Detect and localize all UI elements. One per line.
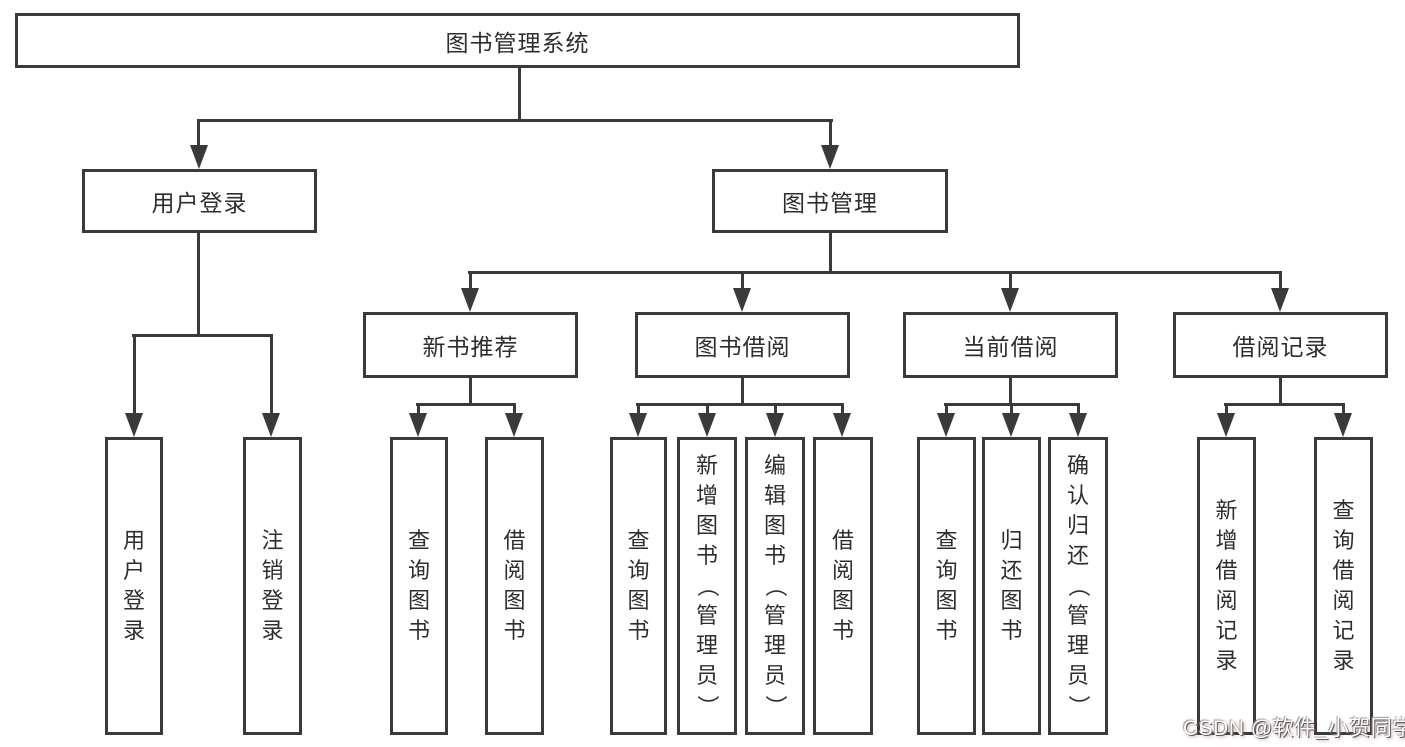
connector-groupC-stem (1009, 377, 1012, 406)
connector-groupD-stem (1279, 377, 1282, 406)
leaf-query-books-current: 查询图书 (917, 437, 976, 735)
arrow-down-icon (505, 413, 523, 437)
arrow-down-icon (937, 413, 955, 437)
leaf-confirm-return-admin-label: 确认归还（管理员） (1065, 453, 1091, 718)
connector-stem-leaf (841, 403, 844, 417)
arrow-down-icon (766, 413, 784, 437)
leaf-borrow-books-recommend-label: 借阅图书 (503, 528, 526, 643)
leaf-user-login-label: 用户登录 (122, 528, 145, 643)
connector-level3-rail (468, 271, 1282, 274)
leaf-add-borrow-record: 新增借阅记录 (1197, 437, 1256, 735)
csdn-watermark: CSDN @软件_小贺同学 (1183, 717, 1405, 740)
node-root-system: 图书管理系统 (15, 13, 1020, 68)
connector-stem-leaf (270, 334, 273, 416)
leaf-logout: 注销登录 (243, 437, 302, 735)
leaf-query-books-borrowing-label: 查询图书 (627, 528, 650, 643)
leaf-query-books-current-label: 查询图书 (935, 528, 958, 643)
leaf-return-book: 归还图书 (982, 437, 1041, 735)
arrow-down-icon (190, 145, 208, 169)
connector-stem-leaf (1342, 403, 1345, 417)
connector-stem-leaf (1010, 403, 1013, 417)
connector-groupA-rail (416, 403, 516, 406)
arrow-down-icon (1334, 413, 1352, 437)
arrow-down-icon (1217, 413, 1235, 437)
arrow-down-icon (629, 413, 647, 437)
connector-stem-book-mgmt (829, 119, 832, 149)
leaf-edit-book-admin: 编辑图书（管理员） (745, 437, 805, 735)
node-new-book-recommend-label: 新书推荐 (422, 334, 519, 360)
connector-stem-leaf (133, 334, 136, 416)
leaf-borrow-books-recommend: 借阅图书 (485, 437, 544, 735)
arrow-down-icon (262, 413, 280, 437)
connector-stem-leaf (1279, 271, 1282, 291)
leaf-query-books-recommend-label: 查询图书 (407, 528, 430, 643)
node-book-management: 图书管理 (712, 169, 948, 233)
leaf-query-borrow-record: 查询借阅记录 (1314, 437, 1373, 735)
leaf-borrow-books-borrowing-label: 借阅图书 (831, 528, 854, 643)
leaf-user-login: 用户登录 (105, 437, 163, 735)
node-user-login-label: 用户登录 (151, 190, 248, 216)
arrow-down-icon (833, 413, 851, 437)
connector-stem-leaf (513, 403, 516, 417)
connector-groupA-stem (469, 377, 472, 406)
arrow-down-icon (1069, 413, 1087, 437)
arrow-down-icon (698, 413, 716, 437)
connector-stem-leaf (945, 403, 948, 417)
leaf-query-books-recommend: 查询图书 (390, 437, 448, 735)
connector-userlogin-stem (197, 232, 200, 337)
connector-root-stem (518, 68, 521, 121)
node-current-borrowing: 当前借阅 (903, 312, 1118, 378)
leaf-query-books-borrowing: 查询图书 (610, 437, 667, 735)
arrow-down-icon (461, 288, 479, 312)
leaf-query-borrow-record-label: 查询借阅记录 (1332, 498, 1355, 673)
leaf-return-book-label: 归还图书 (1000, 528, 1023, 643)
node-borrow-records-label: 借阅记录 (1232, 334, 1329, 360)
node-book-borrowing: 图书借阅 (635, 312, 850, 378)
node-root-label: 图书管理系统 (445, 29, 590, 56)
node-book-borrowing-label: 图书借阅 (694, 334, 791, 360)
connector-stem-leaf (706, 403, 709, 417)
leaf-borrow-books-borrowing: 借阅图书 (813, 437, 873, 735)
leaf-add-book-admin: 新增图书（管理员） (677, 437, 737, 735)
connector-level2-rail (197, 119, 833, 122)
arrow-down-icon (1002, 413, 1020, 437)
connector-stem-user-login (197, 119, 200, 149)
leaf-add-borrow-record-label: 新增借阅记录 (1215, 498, 1238, 673)
arrow-down-icon (409, 413, 427, 437)
connector-stem-leaf (1077, 403, 1080, 417)
node-book-management-label: 图书管理 (782, 190, 878, 216)
node-user-login: 用户登录 (82, 169, 317, 233)
arrow-down-icon (821, 145, 839, 169)
connector-stem-leaf (774, 403, 777, 417)
connector-stem-leaf (637, 403, 640, 417)
node-current-borrowing-label: 当前借阅 (962, 334, 1059, 360)
connector-groupB-rail (636, 403, 844, 406)
connector-stem-leaf (741, 271, 744, 291)
connector-stem-leaf (1225, 403, 1228, 417)
connector-groupB-stem (741, 377, 744, 406)
connector-groupD-rail (1224, 403, 1344, 406)
node-borrow-records: 借阅记录 (1173, 312, 1388, 378)
connector-stem-leaf (469, 271, 472, 291)
connector-userlogin-rail (132, 334, 273, 337)
connector-bookmgmt-stem (829, 232, 832, 274)
arrow-down-icon (1271, 288, 1289, 312)
leaf-edit-book-admin-label: 编辑图书（管理员） (762, 453, 788, 718)
node-new-book-recommend: 新书推荐 (363, 312, 578, 378)
arrow-down-icon (125, 413, 143, 437)
connector-stem-leaf (417, 403, 420, 417)
leaf-add-book-admin-label: 新增图书（管理员） (694, 453, 720, 718)
arrow-down-icon (1001, 288, 1019, 312)
arrow-down-icon (733, 288, 751, 312)
leaf-logout-label: 注销登录 (261, 528, 284, 643)
leaf-confirm-return-admin: 确认归还（管理员） (1048, 437, 1108, 735)
connector-stem-leaf (1009, 271, 1012, 291)
